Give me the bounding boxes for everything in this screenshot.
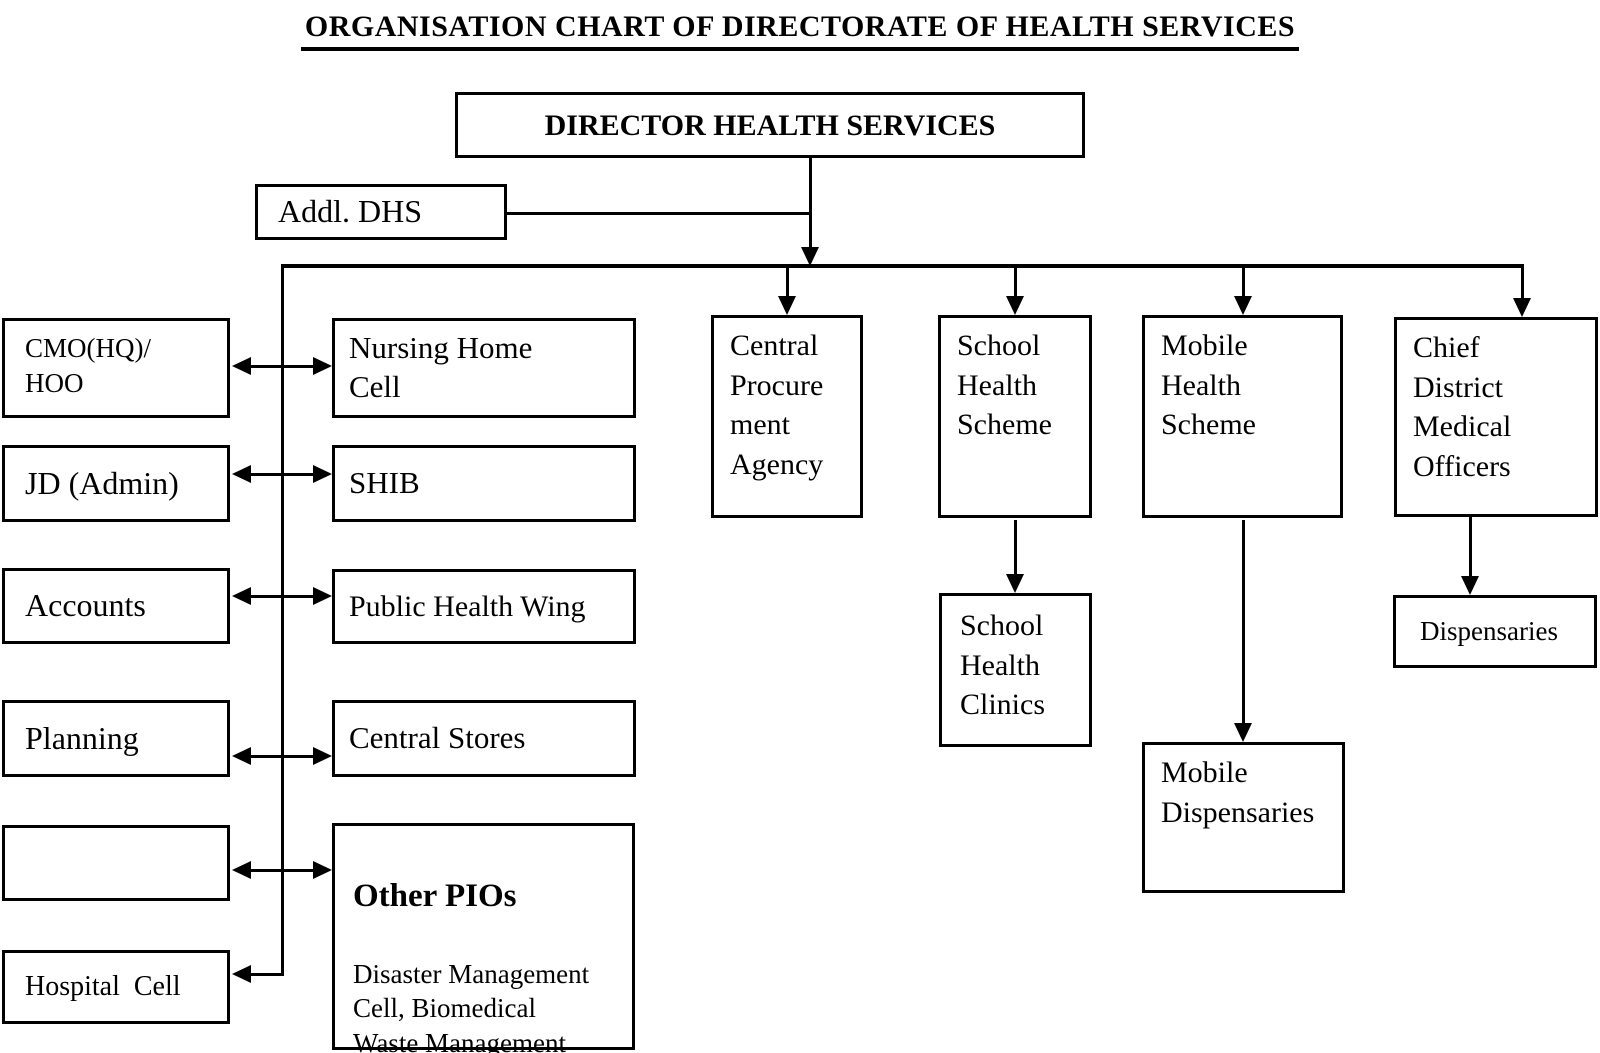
arrowhead-branch-mobile-health-scheme [1234,296,1252,315]
arrowhead-row-unlabeled-right [313,861,332,879]
arrowhead-branch-school-health-scheme [1006,296,1024,315]
line-cdmo-to-dispensaries [1469,517,1472,577]
arrowhead-branch-cdmo [1513,298,1531,317]
arrowhead-row-jd-left [232,465,251,483]
node-hospital-cell: Hospital Cell [2,950,230,1024]
arrowhead-row-unlabeled-left [232,861,251,879]
line-addl-dhs-connector [505,212,810,215]
node-mobile-dispensaries: Mobile Dispensaries [1142,742,1345,893]
other-pios-heading: Other PIOs [353,877,517,914]
node-jd-admin: JD (Admin) [2,445,230,522]
line-row-planning-stores [249,755,315,758]
chart-title: ORGANISATION CHART OF DIRECTORATE OF HEA… [0,10,1600,51]
line-row-cmo-nursing [249,365,315,368]
node-nursing-home-cell: Nursing Home Cell [332,318,636,418]
node-central-procurement-agency: Central Procure ment Agency [711,315,863,518]
arrowhead-school-to-clinics [1006,574,1024,593]
node-school-health-clinics: School Health Clinics [939,593,1092,747]
arrowhead-row-jd-right [313,465,332,483]
arrowhead-row-planning-right [313,747,332,765]
arrowhead-branch-central-procurement [778,296,796,315]
line-row-accounts-phw [249,595,315,598]
node-school-health-scheme: School Health Scheme [938,315,1092,518]
arrowhead-hospital-cell [232,965,251,983]
node-director-health-services: DIRECTOR HEALTH SERVICES [455,92,1085,158]
node-cmo-hq-hoo: CMO(HQ)/ HOO [2,318,230,418]
node-chief-district-medical-officers: Chief District Medical Officers [1394,317,1598,517]
line-branch-cdmo [1521,264,1524,300]
node-dispensaries: Dispensaries [1393,595,1597,668]
arrowhead-cdmo-to-dispensaries [1461,576,1479,595]
node-unlabeled [2,825,230,901]
chart-title-text: ORGANISATION CHART OF DIRECTORATE OF HEA… [300,10,1300,51]
arrowhead-row-accounts-left [232,587,251,605]
line-left-trunk [281,264,284,976]
node-accounts: Accounts [2,568,230,644]
line-branch-central-procurement [786,266,789,298]
node-central-stores: Central Stores [332,700,636,777]
line-row-jd-shib [249,473,315,476]
arrowhead-director-drop [801,247,819,266]
line-branch-mobile-health-scheme [1242,266,1245,298]
arrowhead-mobile-to-dispensaries [1234,723,1252,742]
line-distribution [281,264,1524,268]
line-mobile-to-dispensaries [1242,520,1245,725]
node-addl-dhs: Addl. DHS [255,184,507,240]
arrowhead-row-planning-left [232,747,251,765]
line-director-drop [809,158,812,248]
line-branch-school-health-scheme [1014,266,1017,298]
node-shib: SHIB [332,445,636,522]
line-school-to-clinics [1014,520,1017,575]
other-pios-body: Disaster Management Cell, Biomedical Was… [353,959,590,1053]
node-public-health-wing: Public Health Wing [332,569,636,644]
node-mobile-health-scheme: Mobile Health Scheme [1142,315,1343,518]
arrowhead-row-cmo-right [313,357,332,375]
line-hospital-cell-connector [249,973,284,976]
arrowhead-row-accounts-right [313,587,332,605]
arrowhead-row-cmo-left [232,357,251,375]
line-row-unlabeled-pios [249,869,315,872]
node-other-pios: Other PIOs Disaster Management Cell, Bio… [332,823,635,1053]
node-planning: Planning [2,700,230,777]
